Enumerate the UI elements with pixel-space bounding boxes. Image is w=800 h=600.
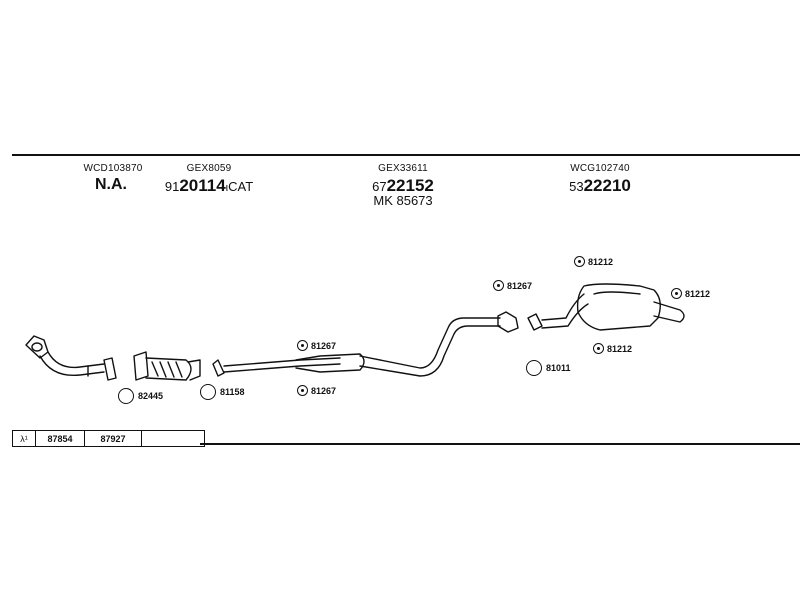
rear-main: 22210	[583, 176, 631, 195]
callout-hanger-81267-b: 81267	[297, 385, 336, 396]
hanger-ring-icon	[297, 385, 308, 396]
gasket-ring-icon	[118, 388, 134, 404]
gasket-ring-icon	[200, 384, 216, 400]
callout-hanger-81212-a: 81212	[574, 256, 613, 267]
ref-middle: GEX33611	[378, 163, 428, 174]
hanger-ring-icon	[671, 288, 682, 299]
catalyst-tick: ι	[225, 182, 229, 194]
ref-catalyst: GEX8059	[186, 163, 232, 174]
ref-rear: WCG102740	[570, 163, 630, 174]
lambda-sensor-cell: 87854	[36, 431, 85, 446]
callout-gasket-81158: 81158	[200, 384, 245, 400]
rear-prefix: 53	[569, 179, 584, 194]
middle-mk-number: MK 85673	[373, 193, 433, 208]
middle-main: 22152	[386, 176, 434, 195]
lambda-sensor-cell: 87927	[85, 431, 142, 446]
callout-hanger-81267-c: 81267	[493, 280, 532, 291]
gasket-ring-icon	[526, 360, 542, 376]
part-number-middle: 6722152	[372, 176, 434, 196]
callout-hanger-81267-a: 81267	[297, 340, 336, 351]
rear-muffler-part	[527, 283, 685, 331]
callout-gasket-81011: 81011	[526, 360, 571, 376]
catalyst-suffix: CAT	[228, 179, 254, 194]
hanger-ring-icon	[493, 280, 504, 291]
top-border-line	[12, 154, 800, 156]
lambda-sensor-cell	[142, 431, 204, 446]
hanger-ring-icon	[574, 256, 585, 267]
middle-pipe-part	[212, 311, 519, 377]
catalyst-main: 20114	[179, 176, 226, 195]
callout-gasket-82445: 82445	[118, 388, 163, 404]
lambda-label: λ¹	[13, 431, 36, 446]
catalyst-part	[133, 351, 201, 381]
bottom-border-line	[200, 443, 800, 445]
catalyst-prefix: 91	[164, 179, 180, 194]
part-number-front-pipe: N.A.	[95, 176, 127, 193]
ref-front-pipe: WCD103870	[83, 163, 143, 174]
callout-hanger-81212-b: 81212	[671, 288, 710, 299]
part-number-rear: 5322210	[569, 176, 631, 196]
middle-prefix: 67	[372, 179, 387, 194]
part-number-catalyst: 9120114ιCAT	[165, 176, 253, 196]
hanger-ring-icon	[297, 340, 308, 351]
callout-hanger-81212-c: 81212	[593, 343, 632, 354]
lambda-sensor-table: λ¹ 87854 87927	[12, 430, 205, 447]
front-pipe-part	[25, 335, 117, 381]
hanger-ring-icon	[593, 343, 604, 354]
